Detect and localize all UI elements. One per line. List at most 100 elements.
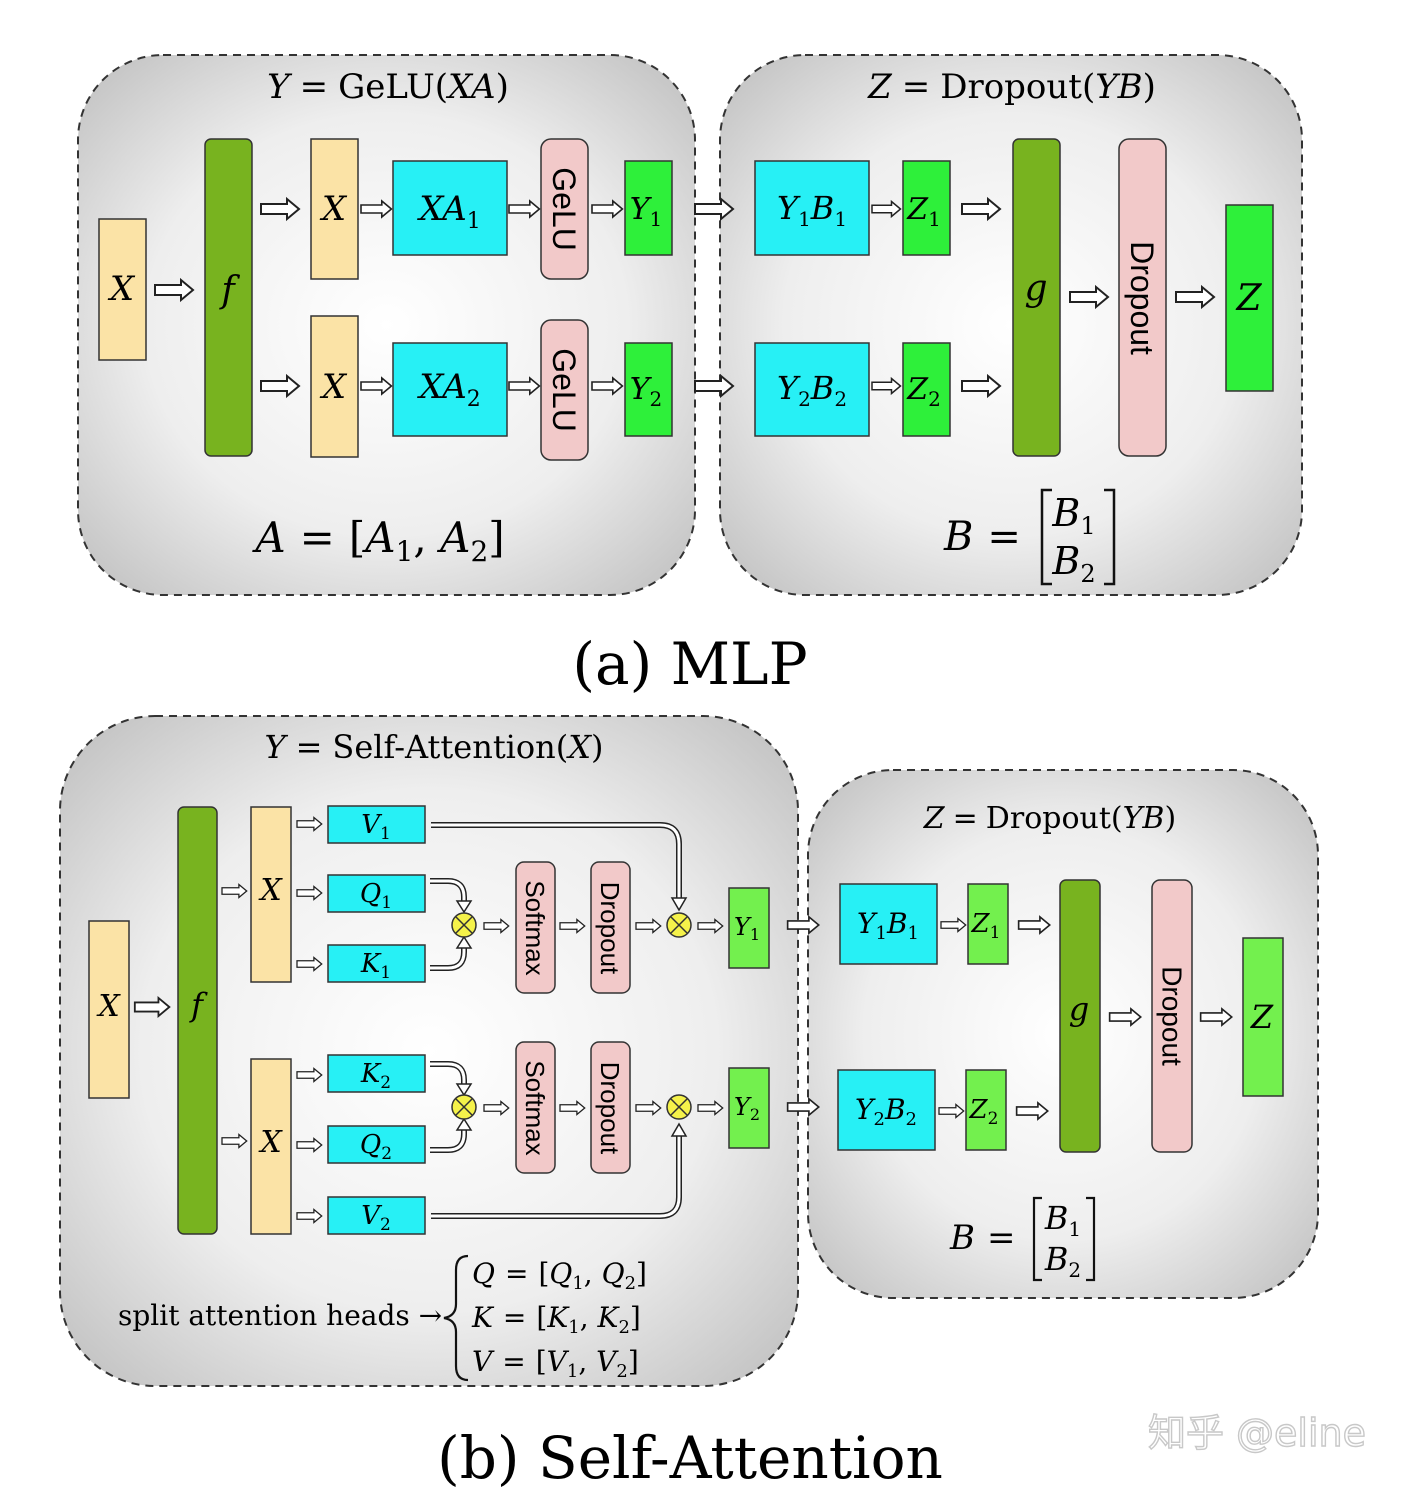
- sa-b-bracket-right: [1086, 1196, 1096, 1282]
- sa-head-k: K=[K1, K2]: [471, 1301, 641, 1338]
- sa-dropout2-label: Dropout: [595, 1062, 625, 1155]
- sa-softmax2-box: [515, 1041, 556, 1174]
- mlp-g-label: g: [1024, 268, 1047, 309]
- mlp-y2-label: Y2: [630, 372, 663, 411]
- sa-dropout-box: [1151, 879, 1193, 1153]
- mlp-y1-box: [624, 160, 673, 256]
- sa-head-v: V=[V1, V2]: [472, 1345, 639, 1382]
- sa-v1-box: [327, 805, 426, 844]
- sa-split-brace: [443, 1254, 469, 1382]
- sa-y2-label: Y2: [734, 1093, 760, 1124]
- mlp-z1-box: [902, 160, 951, 256]
- sa-z1-label: Z1: [971, 909, 1001, 943]
- sa-softmax1-label: Softmax: [520, 880, 550, 975]
- mlp-x2-box: [310, 315, 359, 458]
- sa-b-row2: B2: [1044, 1240, 1081, 1282]
- sa-left-panel: [59, 715, 799, 1387]
- mlp-z2-label: Z2: [906, 372, 941, 411]
- sa-b-lhs: B=: [949, 1218, 1016, 1258]
- sa-softmax2-label: Softmax: [520, 1060, 550, 1155]
- sa-yb1-label: Y1B1: [857, 907, 919, 944]
- sa-right-equation: Z=Dropout(YB): [923, 801, 1176, 836]
- mlp-yb2-box: [754, 342, 870, 437]
- mlp-gelu1-box: [540, 138, 589, 280]
- mlp-dropout-box: [1118, 138, 1167, 457]
- sa-dropout1-label: Dropout: [595, 882, 625, 975]
- mlp-b-row1: B1: [1051, 491, 1095, 540]
- sa-yb2-box: [837, 1069, 936, 1151]
- mlp-b-bracket-left: [1040, 488, 1052, 586]
- sa-y1-box: [728, 887, 770, 969]
- sa-multiply-icon-3: [666, 912, 692, 938]
- mlp-g-box: [1012, 138, 1061, 457]
- sa-y2-box: [728, 1067, 770, 1149]
- sa-g-box: [1059, 879, 1101, 1153]
- sa-dropout-label: Dropout: [1157, 966, 1188, 1066]
- mlp-gelu1-label: GeLU: [546, 167, 582, 251]
- mlp-right-equation: Z=Dropout(YB): [867, 67, 1156, 107]
- mlp-a-equation: A=[A1, A2]: [251, 513, 504, 568]
- sa-x2-label: X: [258, 1125, 283, 1160]
- sa-x-input-label: X: [96, 989, 121, 1024]
- sa-f-box: [177, 806, 218, 1235]
- sa-k1-label: K1: [360, 949, 391, 983]
- sa-z1-box: [967, 883, 1009, 965]
- sa-k1-box: [327, 944, 426, 983]
- mlp-dropout-label: Dropout: [1124, 241, 1160, 355]
- sa-z-output-box: [1242, 937, 1284, 1097]
- mlp-xa2-box: [392, 342, 508, 437]
- sa-z-output-label: Z: [1250, 998, 1274, 1036]
- mlp-f-box: [204, 138, 253, 457]
- sa-head-q: Q=[Q1, Q2]: [472, 1257, 647, 1294]
- sa-dropout1-box: [590, 861, 631, 994]
- sa-multiply-icon-1: [451, 912, 477, 938]
- mlp-left-equation: Y=GeLU(XA): [267, 67, 509, 107]
- mlp-z-output-box: [1225, 204, 1274, 392]
- mlp-gelu2-label: GeLU: [546, 348, 582, 432]
- sa-yb1-box: [839, 883, 938, 965]
- mlp-xa2-label: XA2: [416, 367, 481, 412]
- sa-b-bracket-left: [1032, 1196, 1042, 1282]
- sa-x2-box: [250, 1058, 292, 1235]
- sa-z2-label: Z2: [969, 1095, 999, 1129]
- mlp-b-bracket-right: [1104, 488, 1116, 586]
- mlp-b-lhs: B=: [943, 514, 1021, 560]
- sa-k2-box: [327, 1054, 426, 1093]
- mlp-x1-label: X: [319, 189, 348, 229]
- sa-q1-box: [327, 874, 426, 913]
- mlp-yb2-label: Y2B2: [777, 369, 847, 411]
- sa-split-label: split attention heads →: [118, 1299, 442, 1332]
- sa-b-row1: B1: [1044, 1199, 1081, 1241]
- mlp-x1-box: [310, 138, 359, 280]
- sa-x-input-box: [88, 920, 130, 1099]
- sa-dropout2-box: [590, 1041, 631, 1174]
- mlp-xa1-label: XA1: [416, 189, 481, 234]
- sa-left-equation: Y=Self-Attention(X): [264, 728, 603, 766]
- sa-q2-box: [327, 1125, 426, 1164]
- mlp-xa1-box: [392, 160, 508, 256]
- caption-mlp: (a) MLP: [572, 630, 807, 698]
- sa-q1-label: Q1: [360, 879, 392, 913]
- sa-softmax1-box: [515, 861, 556, 994]
- mlp-yb1-box: [754, 160, 870, 256]
- mlp-yb1-label: Y1B1: [777, 189, 847, 231]
- mlp-y2-box: [624, 342, 673, 437]
- mlp-x2-label: X: [319, 367, 348, 407]
- sa-x1-box: [250, 806, 292, 983]
- mlp-y1-label: Y1: [630, 192, 663, 231]
- mlp-x-input-box: [98, 218, 147, 361]
- sa-g-label: g: [1069, 990, 1089, 1028]
- sa-v1-label: V1: [361, 810, 391, 844]
- sa-yb2-label: Y2B2: [855, 1093, 917, 1130]
- mlp-x-input-label: X: [107, 269, 136, 309]
- sa-v2-label: V2: [361, 1201, 391, 1235]
- mlp-b-row2: B2: [1051, 539, 1095, 588]
- mlp-z1-label: Z1: [906, 192, 941, 231]
- watermark-text: 知乎 @eline: [1148, 1411, 1366, 1455]
- mlp-z-output-label: Z: [1235, 278, 1262, 319]
- sa-multiply-icon-2: [451, 1094, 477, 1120]
- sa-multiply-icon-4: [666, 1094, 692, 1120]
- sa-v2-box: [327, 1196, 426, 1235]
- sa-z2-box: [965, 1069, 1007, 1151]
